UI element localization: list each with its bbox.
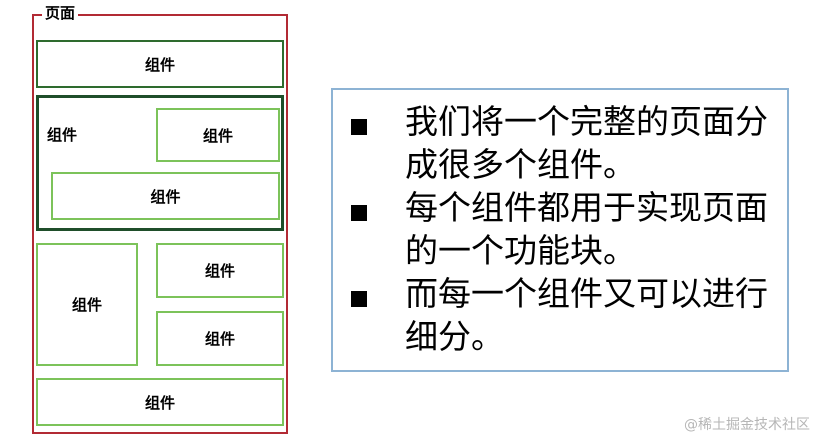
watermark: @稀土掘金技术社区 (684, 417, 810, 433)
component-nested-right: 组件 (156, 108, 280, 162)
component-top: 组件 (36, 40, 284, 88)
component-bottom: 组件 (36, 378, 284, 426)
page-label: 页面 (42, 4, 79, 22)
square-bullet-icon (351, 205, 367, 221)
bullet-text: 我们将一个完整的页面分成很多个组件。 (405, 102, 768, 184)
component-nested-bottom: 组件 (51, 172, 280, 220)
bullet-text: 每个组件都用于实现页面的一个功能块。 (405, 188, 768, 270)
bullet-text: 而每一个组件又可以进行细分。 (405, 274, 768, 356)
bullet-item: 每个组件都用于实现页面的一个功能块。 (351, 186, 771, 272)
square-bullet-icon (351, 119, 367, 135)
square-bullet-icon (351, 291, 367, 307)
component-group-label: 组件 (47, 126, 78, 144)
page-frame (32, 14, 288, 434)
description-box: 我们将一个完整的页面分成很多个组件。 每个组件都用于实现页面的一个功能块。 而每… (331, 88, 789, 372)
bullet-item: 我们将一个完整的页面分成很多个组件。 (351, 100, 771, 186)
component-tall-left: 组件 (36, 243, 138, 366)
component-right-upper: 组件 (156, 243, 284, 298)
component-right-lower: 组件 (156, 311, 284, 366)
bullet-item: 而每一个组件又可以进行细分。 (351, 272, 771, 358)
